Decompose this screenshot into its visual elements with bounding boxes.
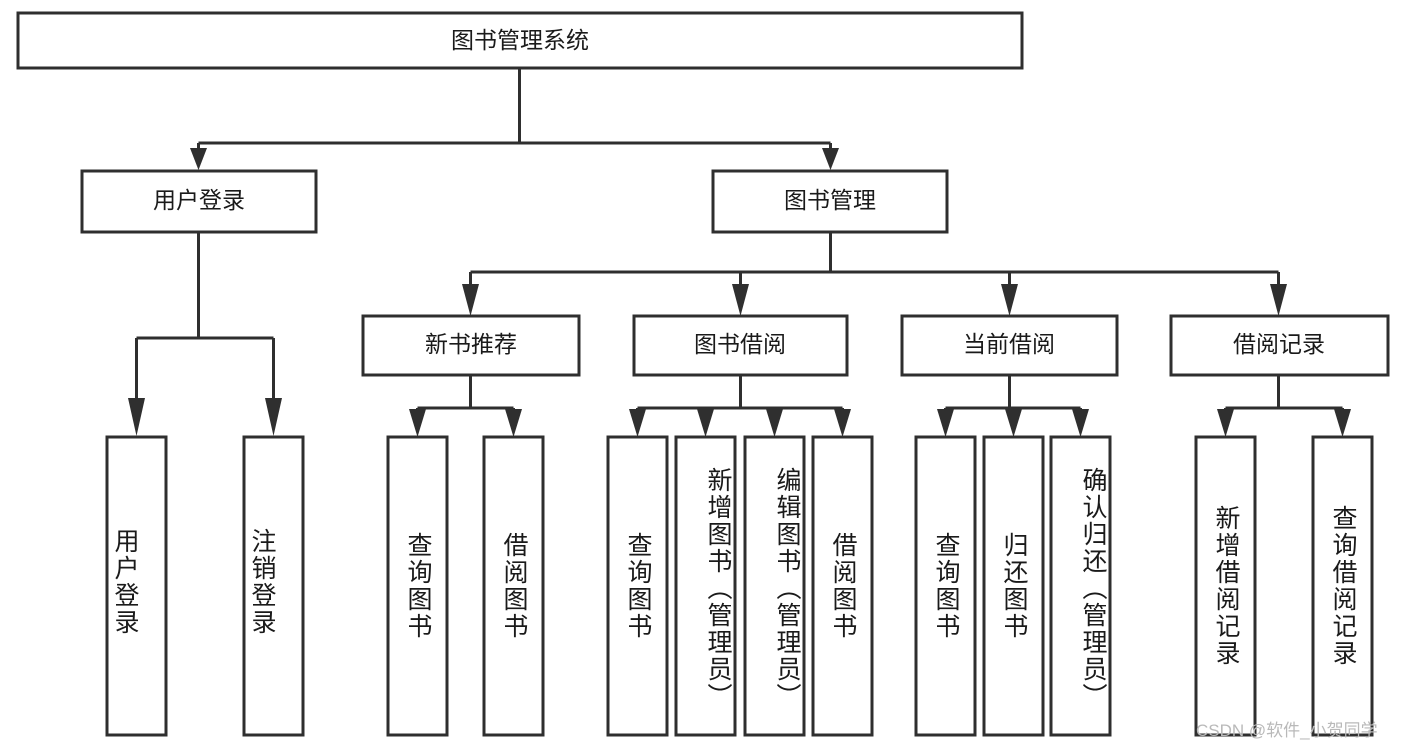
arrow-currentborrow-leaf-3 xyxy=(1072,409,1089,437)
leaf-box-currentborrow-confirm[interactable] xyxy=(1049,435,1112,737)
arrow-bookborrow-leaf-1 xyxy=(629,409,646,437)
arrow-bookborrow-leaf-2 xyxy=(697,409,714,437)
csdn-watermark: CSDN @软件_小贺同学 xyxy=(1196,721,1378,740)
arrow-bookborrow-leaf-4 xyxy=(834,409,851,437)
edges-group xyxy=(128,69,1351,437)
arrow-to-user-login xyxy=(190,148,207,170)
leaf-box-records-add[interactable] xyxy=(1194,435,1257,737)
node-user-login-box[interactable] xyxy=(80,169,318,234)
leaf-box-newbook-query[interactable] xyxy=(386,435,449,737)
arrow-bookborrow-leaf-3 xyxy=(766,409,783,437)
node-user-login-label: 用户登录 xyxy=(153,187,245,213)
leaf-box-newbook-borrow[interactable] xyxy=(482,435,545,737)
leaf-box-user-login-login[interactable] xyxy=(105,435,168,737)
leaf-box-bookborrow-query[interactable] xyxy=(606,435,669,737)
node-current-borrow-label: 当前借阅 xyxy=(963,331,1055,357)
node-user-login[interactable]: 用户登录 xyxy=(80,169,318,234)
node-current-borrow-box[interactable] xyxy=(900,314,1119,377)
node-book-management[interactable]: 图书管理 xyxy=(711,169,949,234)
arrow-borrowrecords-leaf-2 xyxy=(1334,409,1351,437)
arrow-currentborrow-leaf-1 xyxy=(937,409,954,437)
node-root[interactable]: 图书管理系统 xyxy=(16,11,1024,70)
node-book-management-label: 图书管理 xyxy=(784,187,876,213)
arrow-to-book-borrow xyxy=(732,284,749,316)
leaf-box-bookborrow-edit[interactable] xyxy=(743,435,806,737)
arrow-to-book-management xyxy=(822,148,839,170)
leaf-box-currentborrow-return[interactable] xyxy=(982,435,1045,737)
leaf-box-bookborrow-borrow[interactable] xyxy=(811,435,874,737)
leaf-box-user-login-logout[interactable] xyxy=(242,435,305,737)
arrow-to-current-borrow xyxy=(1001,284,1018,316)
node-new-book-recommend-label: 新书推荐 xyxy=(425,331,517,357)
leaf-box-currentborrow-query[interactable] xyxy=(914,435,977,737)
node-book-borrow[interactable]: 图书借阅 xyxy=(632,314,849,377)
arrow-borrowrecords-leaf-1 xyxy=(1217,409,1234,437)
leaf-box-records-query[interactable] xyxy=(1311,435,1374,737)
arrow-newbook-leaf-2 xyxy=(505,409,522,437)
node-book-borrow-label: 图书借阅 xyxy=(694,331,786,357)
node-borrow-records-box[interactable] xyxy=(1169,314,1390,377)
node-borrow-records-label: 借阅记录 xyxy=(1233,331,1325,357)
node-new-book-recommend-box[interactable] xyxy=(361,314,581,377)
arrow-currentborrow-leaf-2 xyxy=(1005,409,1022,437)
node-new-book-recommend[interactable]: 新书推荐 xyxy=(361,314,581,377)
node-root-label: 图书管理系统 xyxy=(451,27,589,53)
node-current-borrow[interactable]: 当前借阅 xyxy=(900,314,1119,377)
arrow-to-new-book-recommend xyxy=(462,284,479,316)
arrow-to-borrow-records xyxy=(1270,284,1287,316)
node-borrow-records[interactable]: 借阅记录 xyxy=(1169,314,1390,377)
arrow-to-logout-leaf xyxy=(265,398,282,436)
arrow-to-user-login-leaf xyxy=(128,398,145,436)
leaf-box-bookborrow-add[interactable] xyxy=(674,435,737,737)
node-book-management-box[interactable] xyxy=(711,169,949,234)
arrow-newbook-leaf-1 xyxy=(409,409,426,437)
node-book-borrow-box[interactable] xyxy=(632,314,849,377)
node-root-box[interactable] xyxy=(16,11,1024,70)
